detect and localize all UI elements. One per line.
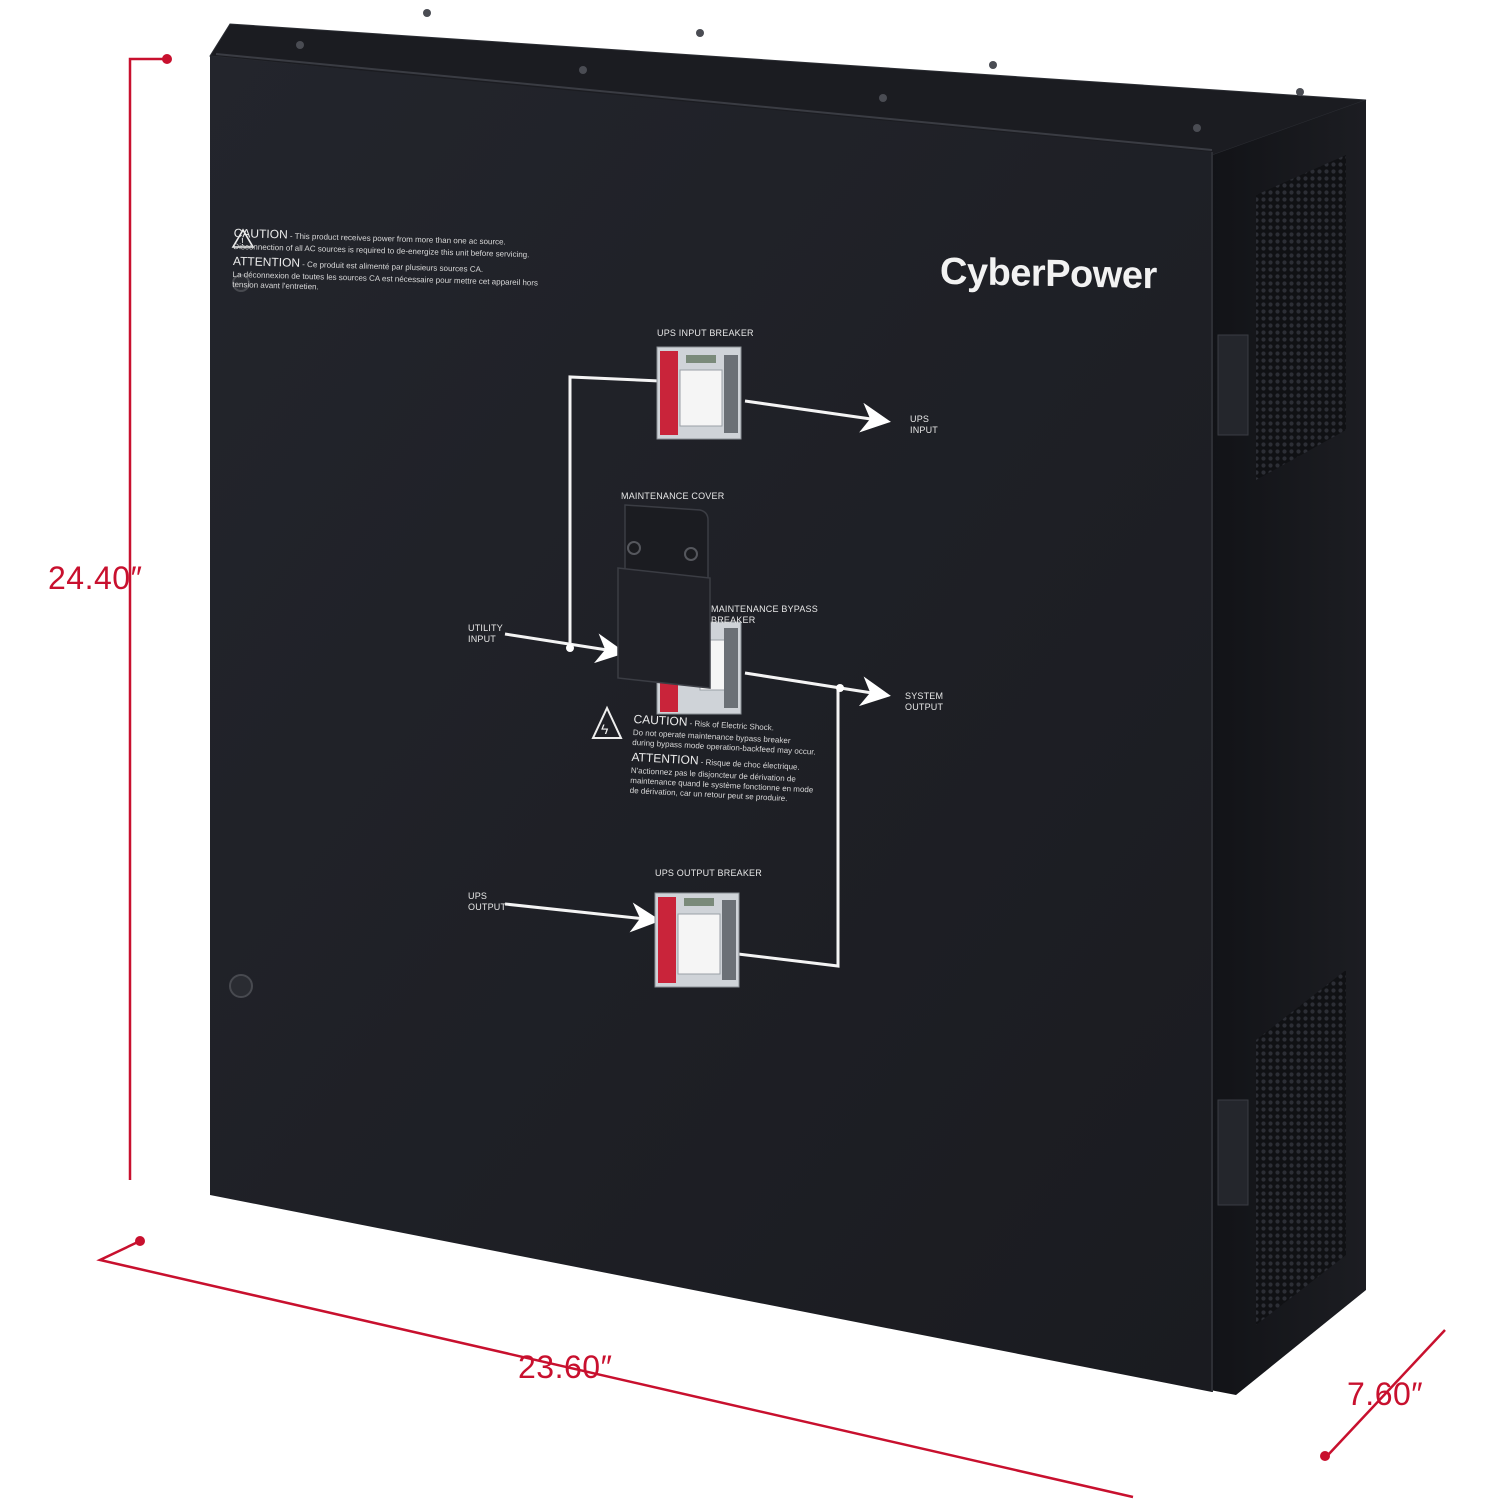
ups-output-label: UPS OUTPUT (468, 891, 507, 912)
ups-output-breaker-label: UPS OUTPUT BREAKER (655, 868, 762, 878)
attention-title: ATTENTION (232, 253, 301, 270)
dimension-lines (96, 54, 1446, 1499)
wiring-diagram (504, 375, 891, 968)
top-caution-label: CAUTION - This product receives power fr… (232, 224, 564, 299)
side-vent-top (1256, 155, 1346, 480)
attention-title: ATTENTION (631, 749, 699, 768)
svg-text:ϟ: ϟ (601, 721, 609, 737)
side-latch-top (1217, 334, 1249, 436)
bypass-caution-label: CAUTION - Risk of Electric Shock. Do not… (629, 710, 843, 807)
caution-text: - Risk of Electric Shock. (687, 718, 775, 733)
ups-output-breaker[interactable] (654, 892, 740, 988)
side-latch-bottom (1217, 1099, 1249, 1206)
caution-title: CAUTION (633, 711, 688, 729)
height-dimension-label: 24.40″ (48, 560, 143, 596)
depth-dimension-label: 7.60″ (1347, 1376, 1424, 1412)
front-screws (229, 274, 253, 998)
maintenance-cover[interactable] (617, 504, 711, 689)
cyberpower-logo: CyberPower (940, 250, 1157, 298)
system-output-label: SYSTEM OUTPUT (905, 691, 944, 712)
caution-title: CAUTION (233, 225, 288, 242)
electric-shock-icon: ϟ (591, 705, 623, 739)
ups-input-breaker[interactable] (656, 346, 742, 440)
ups-input-label: UPS INPUT (910, 414, 938, 435)
width-dimension-label: 23.60″ (518, 1349, 613, 1385)
side-vent-bottom (1256, 970, 1346, 1325)
caution-triangle-icon: ! (231, 228, 255, 248)
utility-input-label: UTILITY INPUT (468, 623, 503, 644)
cabinet-front (210, 56, 1212, 1392)
maintenance-cover-label: MAINTENANCE COVER (621, 491, 725, 501)
ups-input-breaker-label: UPS INPUT BREAKER (657, 328, 754, 338)
maintenance-bypass-breaker-label: MAINTENANCE BYPASS BREAKER (711, 604, 818, 625)
svg-text:!: ! (241, 237, 244, 248)
top-screws (296, 9, 1304, 132)
